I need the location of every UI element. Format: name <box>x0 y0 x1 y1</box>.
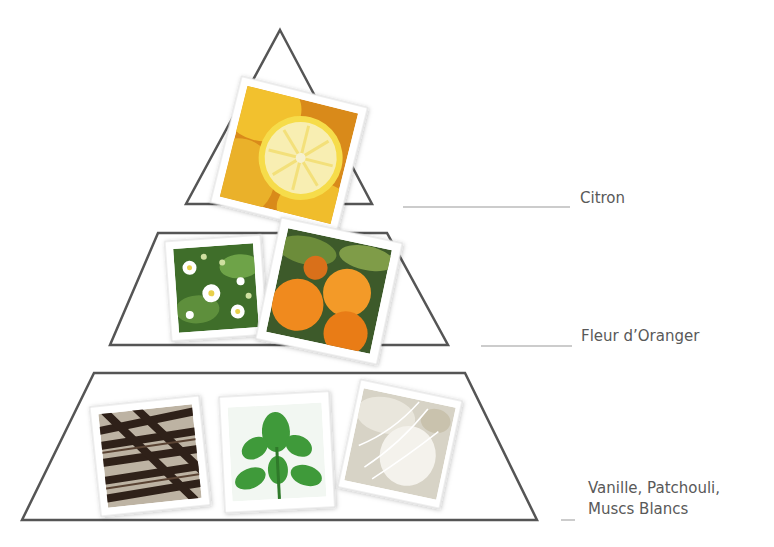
note-label: Vanille, Patchouli, Muscs Blancs <box>588 478 738 520</box>
note-label: Fleur d’Oranger <box>581 326 761 347</box>
musk-photo <box>338 379 463 508</box>
patchouli-photo <box>219 391 335 513</box>
blossom-photo <box>165 235 268 341</box>
vanilla-photo <box>90 396 211 517</box>
pyramid-outline <box>22 30 537 520</box>
orange-photo <box>255 217 402 364</box>
note-label: Citron <box>580 188 760 209</box>
